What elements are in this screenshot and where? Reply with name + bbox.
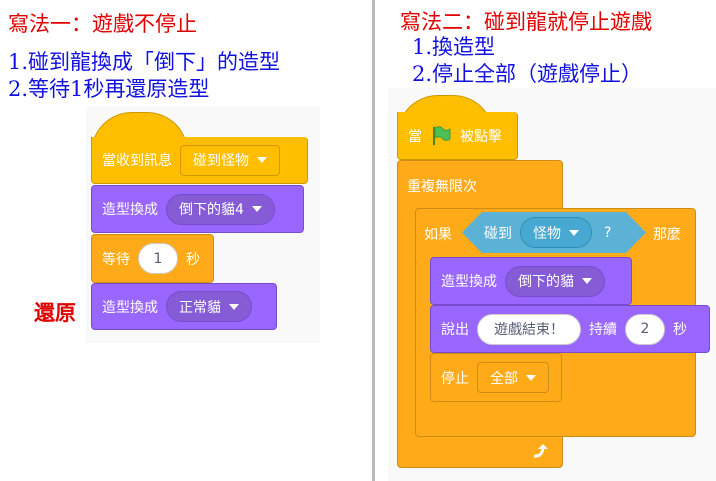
block-label: 造型換成: [102, 299, 158, 316]
costume-dropdown[interactable]: 正常貓: [166, 291, 252, 322]
block-label: 當收到訊息: [102, 153, 172, 169]
block-label: 秒: [186, 251, 200, 268]
caret-down-icon: [229, 303, 239, 310]
caret-down-icon: [569, 229, 579, 236]
when-receive-block[interactable]: 當收到訊息 碰到怪物: [91, 137, 308, 184]
stop-dropdown[interactable]: 全部: [477, 362, 549, 393]
if-label: 如果: [424, 227, 452, 243]
block-label: 造型換成: [102, 202, 158, 218]
caret-down-icon: [526, 374, 536, 381]
costume-dropdown[interactable]: 倒下的貓: [505, 265, 605, 297]
left-title: 寫法一：遊戲不停止: [8, 12, 197, 36]
block-label: 說出: [441, 322, 469, 338]
touching-dropdown[interactable]: 怪物: [520, 217, 592, 248]
forever-label: 重複無限次: [407, 179, 477, 195]
question-mark: ?: [604, 224, 612, 241]
costume-dropdown[interactable]: 倒下的貓4: [166, 193, 275, 225]
green-flag-icon: [433, 125, 451, 145]
caret-down-icon: [582, 278, 592, 284]
block-label: 等待: [102, 251, 130, 268]
right-note-2: 2.停止全部（遊戲停止）: [412, 62, 643, 86]
dropdown-value: 全部: [490, 370, 518, 387]
block-label: 停止: [441, 370, 469, 387]
dropdown-value: 怪物: [533, 225, 561, 242]
right-title: 寫法二：碰到龍就停止遊戲: [400, 10, 652, 34]
loop-arrow-icon: [533, 444, 548, 458]
caret-down-icon: [257, 157, 267, 163]
divider: [372, 0, 375, 481]
restore-annotation: 還原: [34, 300, 76, 325]
left-note-1: 1.碰到龍換成「倒下」的造型: [8, 50, 281, 74]
stop-block[interactable]: 停止 全部: [430, 353, 562, 402]
block-label: 持續: [589, 322, 617, 338]
wait-seconds-input[interactable]: 1: [138, 243, 178, 274]
message-dropdown[interactable]: 碰到怪物: [180, 144, 280, 176]
then-label: 那麼: [653, 227, 681, 243]
switch-costume-block[interactable]: 造型換成 倒下的貓: [430, 257, 632, 305]
dropdown-value: 倒下的貓4: [179, 202, 244, 218]
left-note-2: 2.等待1秒再還原造型: [8, 77, 210, 101]
block-label: 當: [408, 128, 422, 145]
block-label: 碰到: [484, 225, 512, 242]
say-seconds-input[interactable]: 2: [625, 313, 665, 345]
block-label: 造型換成: [441, 274, 497, 290]
right-note-1: 1.換造型: [412, 35, 496, 59]
switch-costume-block[interactable]: 造型換成 正常貓: [91, 283, 277, 330]
when-flag-clicked-block[interactable]: 當 被點擊: [397, 112, 518, 160]
switch-costume-block[interactable]: 造型換成 倒下的貓4: [91, 185, 304, 233]
touching-condition[interactable]: 碰到 怪物 ?: [462, 212, 646, 253]
block-label: 秒: [673, 322, 687, 338]
caret-down-icon: [251, 206, 262, 212]
say-message-input[interactable]: 遊戲結束！: [477, 313, 581, 345]
block-label: 被點擊: [460, 128, 502, 145]
say-for-secs-block[interactable]: 說出 遊戲結束！ 持續 2 秒: [430, 305, 710, 353]
dropdown-value: 碰到怪物: [193, 153, 249, 169]
dropdown-value: 倒下的貓: [518, 274, 574, 290]
wait-block[interactable]: 等待 1 秒: [91, 234, 214, 283]
dropdown-value: 正常貓: [179, 299, 221, 316]
